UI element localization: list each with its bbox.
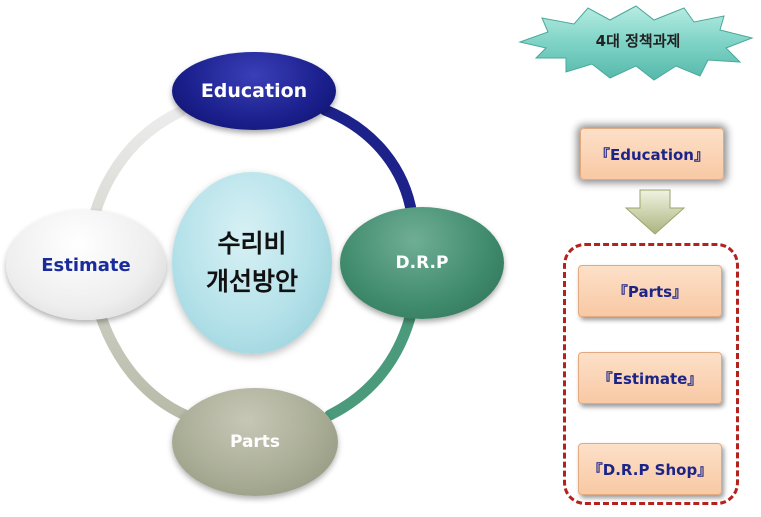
down-arrow-icon [624, 189, 686, 235]
ring-arc-top-right [319, 104, 418, 221]
policy-box-estimate-label: 『Estimate』 [597, 369, 703, 388]
node-drp-label: D.R.P [395, 253, 449, 273]
policy-box-drp-shop: 『D.R.P Shop』 [578, 443, 722, 495]
center-label-line2: 개선방안 [205, 267, 298, 296]
policy-box-drp-shop-label: 『D.R.P Shop』 [587, 460, 713, 479]
policy-box-education-label: 『Education』 [595, 145, 709, 164]
policy-box-parts: 『Parts』 [578, 265, 722, 317]
node-education-label: Education [200, 80, 308, 102]
node-parts-label: Parts [229, 432, 281, 452]
node-parts: Parts [172, 388, 338, 496]
center-label-line1: 수리비 [217, 229, 287, 258]
policy-group-frame [563, 243, 739, 505]
title-burst-shape [518, 5, 754, 81]
node-drp: D.R.P [340, 207, 504, 319]
node-estimate: Estimate [6, 210, 166, 320]
ring-arc-bottom-right [324, 304, 418, 421]
node-estimate-label: Estimate [41, 254, 131, 276]
policy-box-estimate: 『Estimate』 [578, 352, 722, 404]
center-node: 수리비 개선방안 [172, 172, 332, 354]
node-education: Education [172, 52, 336, 130]
policy-box-parts-label: 『Parts』 [612, 282, 688, 301]
policy-title: 4대 정책과제 [595, 31, 681, 50]
policy-box-education: 『Education』 [580, 128, 724, 180]
